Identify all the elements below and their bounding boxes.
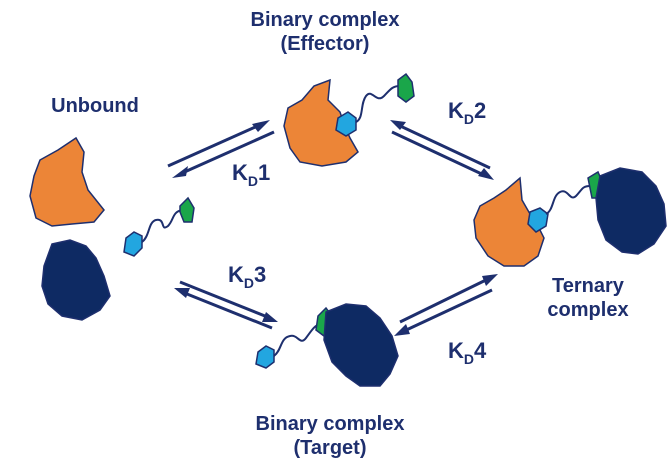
label-ternary: Ternary complex: [518, 274, 658, 322]
label-unbound-text: Unbound: [51, 95, 139, 117]
kd2-label: KD2: [448, 98, 487, 127]
kd1-subscript: D: [247, 173, 259, 189]
binary-effector-complex: [283, 72, 415, 167]
kd3-subscript: D: [243, 275, 255, 291]
kd1-label: KD1: [232, 160, 271, 189]
label-unbound: Unbound: [30, 94, 160, 118]
label-ternary-line1: Ternary: [552, 275, 624, 297]
kd3-number: 3: [254, 262, 267, 287]
kd1-number: 1: [258, 160, 271, 185]
kd4-number: 4: [474, 338, 487, 363]
kd2-equilibrium-arrows: [390, 120, 494, 180]
label-binary-effector-line1: Binary complex: [250, 9, 400, 31]
kd3-equilibrium-arrows: [174, 280, 278, 330]
unbound-target-protein: [41, 239, 111, 321]
kd3-label: KD3: [228, 262, 267, 291]
kd4-k: K: [448, 338, 464, 363]
unbound-degrader-molecule: [123, 196, 195, 257]
label-binary-effector: Binary complex (Effector): [230, 8, 420, 56]
ternary-complex: [473, 167, 667, 267]
label-binary-target: Binary complex (Target): [230, 412, 430, 460]
kd4-subscript: D: [463, 351, 475, 367]
label-binary-target-line2: (Target): [293, 437, 367, 459]
label-binary-effector-line2: (Effector): [280, 33, 370, 55]
kd2-number: 2: [474, 98, 487, 123]
kd3-k: K: [228, 262, 244, 287]
kd1-equilibrium-arrows: [167, 120, 275, 178]
unbound-effector-protein: [29, 136, 105, 227]
label-ternary-line2: complex: [547, 299, 629, 321]
label-binary-target-line1: Binary complex: [255, 413, 405, 435]
kd1-k: K: [232, 160, 248, 185]
kd4-label: KD4: [448, 338, 487, 367]
kd2-subscript: D: [463, 111, 475, 127]
kd2-k: K: [448, 98, 464, 123]
kd4-equilibrium-arrows: [394, 274, 498, 336]
binary-target-complex: [255, 303, 399, 387]
